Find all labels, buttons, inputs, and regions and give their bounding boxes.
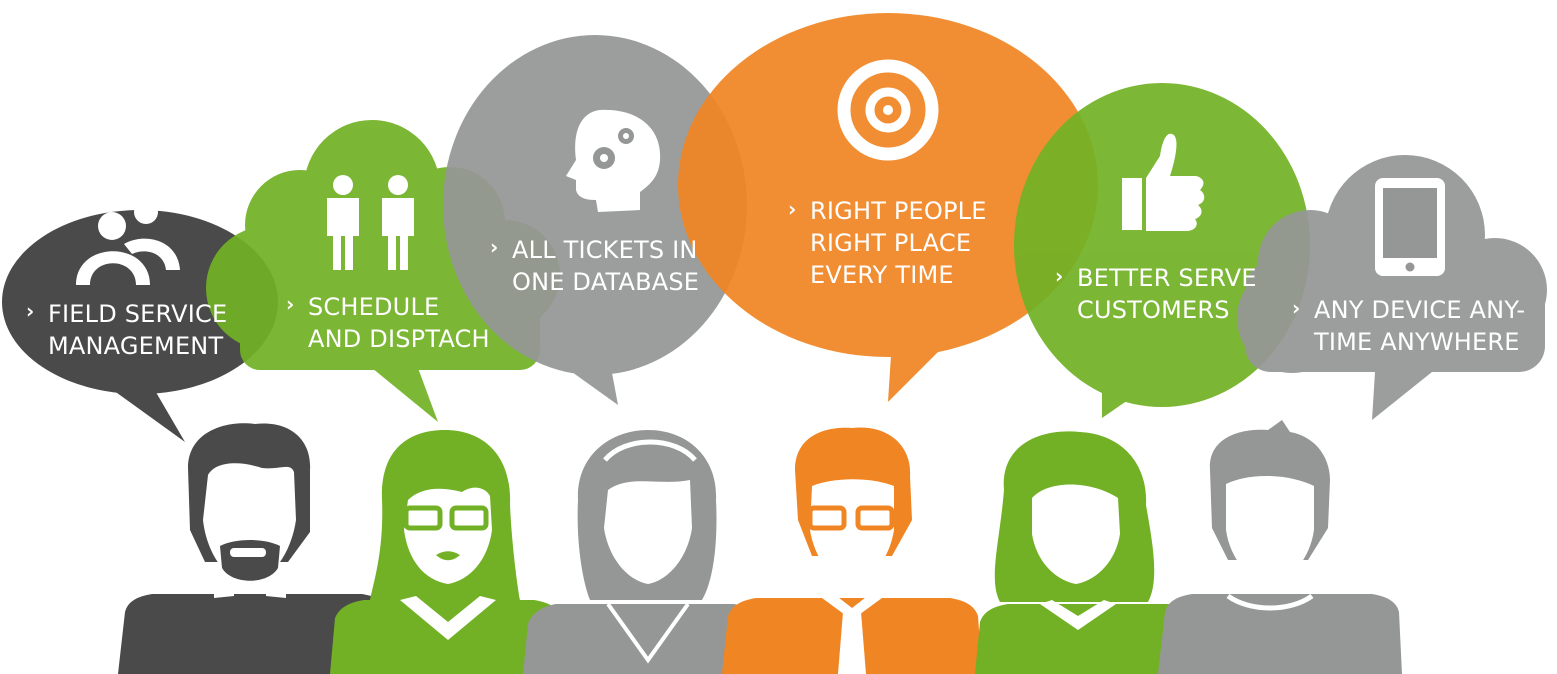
- label-line: MANAGEMENT: [48, 332, 223, 360]
- label-line: TIME ANYWHERE: [1313, 328, 1520, 356]
- chevron-right-icon: ›: [286, 292, 294, 316]
- chevron-right-icon: ›: [1292, 296, 1300, 320]
- label-line: ANY DEVICE ANY-: [1314, 296, 1525, 324]
- person-woman-headband: [523, 430, 766, 674]
- label-line: BETTER SERVE: [1077, 264, 1257, 292]
- chevron-right-icon: ›: [788, 197, 796, 221]
- person-woman-curly: [975, 431, 1216, 674]
- thumbs-up-icon: [1122, 133, 1205, 231]
- tablet-icon: [1375, 178, 1445, 276]
- label-right-people: › RIGHT PEOPLE RIGHT PLACE EVERY TIME: [788, 197, 987, 289]
- label-schedule: › SCHEDULE AND DISPTACH: [286, 292, 490, 353]
- chevron-right-icon: ›: [490, 235, 498, 259]
- label-any-device: › ANY DEVICE ANY- TIME ANYWHERE: [1292, 296, 1525, 356]
- label-line: FIELD SERVICE: [48, 300, 227, 328]
- bubble-field-service: [2, 210, 278, 442]
- two-persons-icon: [327, 175, 414, 270]
- label-tickets: › ALL TICKETS IN ONE DATABASE: [490, 235, 699, 296]
- person-man-spiky: [1158, 420, 1402, 674]
- label-line: RIGHT PEOPLE: [810, 197, 987, 225]
- target-icon: [837, 59, 939, 161]
- label-line: ALL TICKETS IN: [512, 236, 698, 264]
- person-man-tie: [722, 427, 982, 674]
- label-line: ONE DATABASE: [512, 268, 699, 296]
- person-woman-glasses: [330, 430, 566, 674]
- person-bearded-man: [118, 423, 396, 674]
- people-icon: [76, 200, 180, 285]
- chevron-right-icon: ›: [26, 299, 34, 323]
- chevron-right-icon: ›: [1055, 264, 1063, 288]
- label-line: RIGHT PLACE: [810, 229, 971, 257]
- bubble-right-people: [678, 13, 1098, 402]
- label-line: SCHEDULE: [308, 293, 439, 321]
- bubble-tickets: [443, 35, 747, 405]
- head-gears-icon: [566, 109, 661, 212]
- label-line: EVERY TIME: [810, 261, 954, 289]
- label-line: AND DISPTACH: [308, 325, 490, 353]
- label-field-service: › FIELD SERVICE MANAGEMENT: [26, 299, 227, 360]
- label-serve: › BETTER SERVE CUSTOMERS: [1055, 264, 1257, 324]
- bubble-serve: [1014, 83, 1310, 418]
- label-line: CUSTOMERS: [1077, 296, 1230, 324]
